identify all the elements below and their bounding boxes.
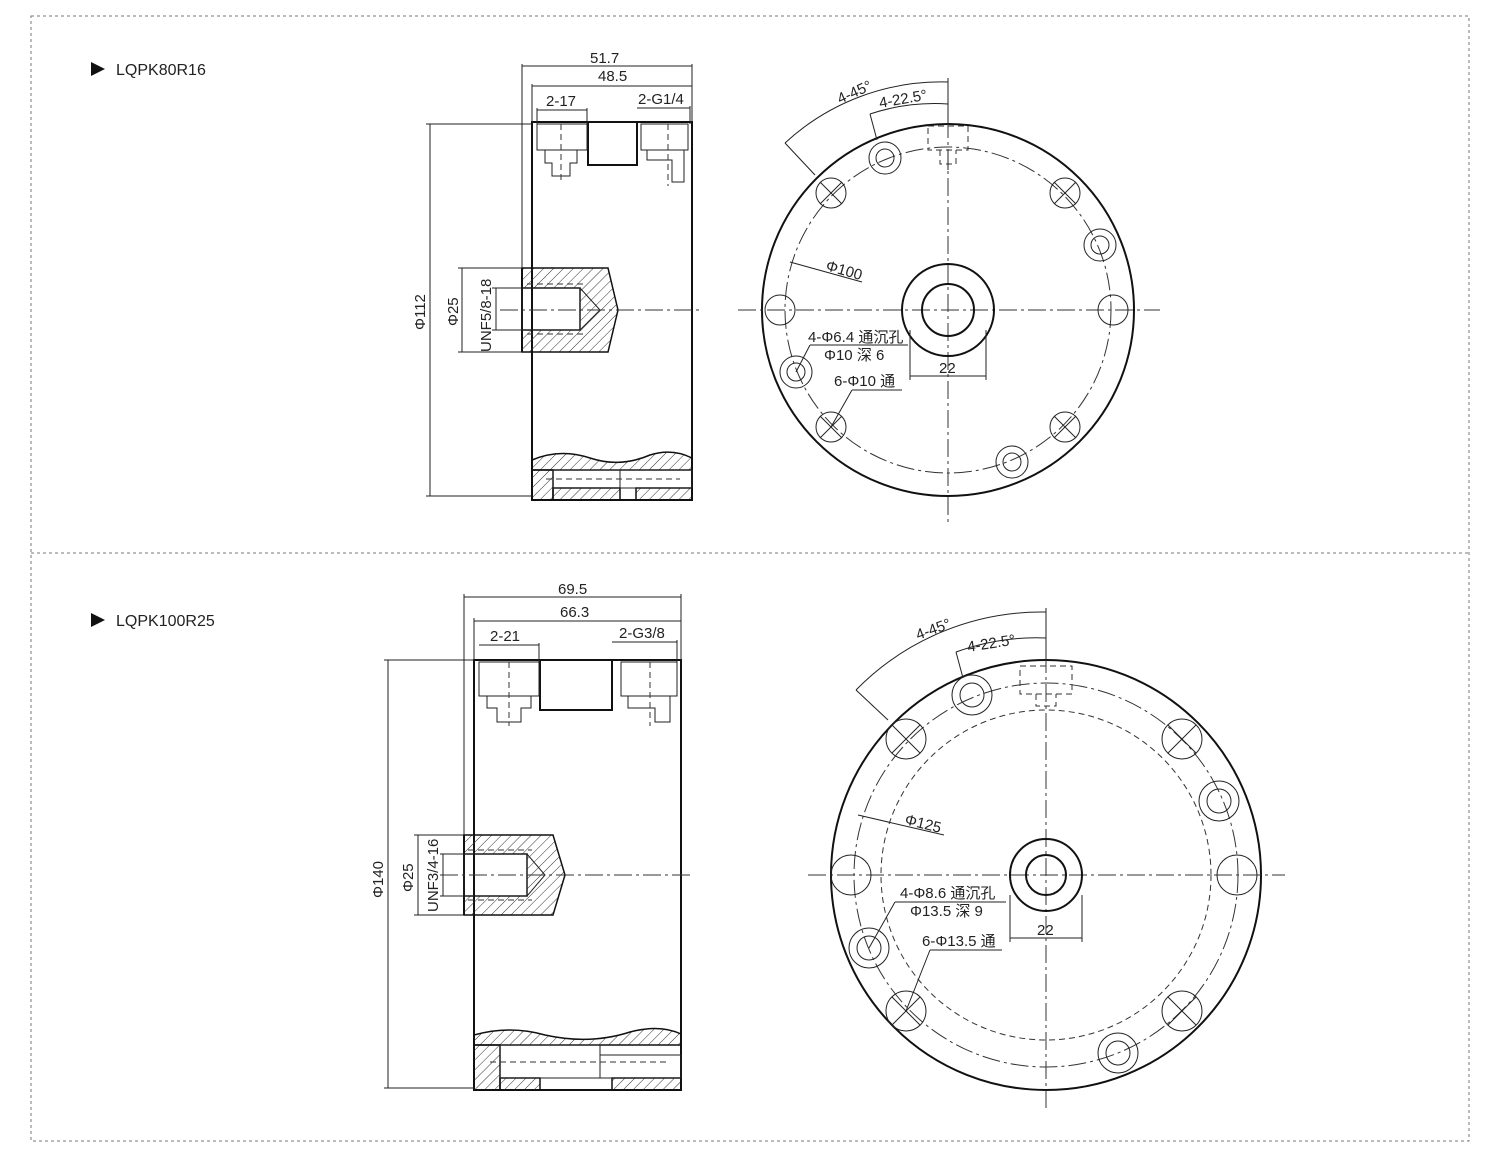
dim-key-width: 22 bbox=[939, 360, 956, 377]
callout-counterbore: 4-Φ8.6 通沉孔 bbox=[900, 885, 995, 902]
callout-counterbore-depth: Φ13.5 深 9 bbox=[910, 903, 983, 920]
panel-lqpk100r25: LQPK100R25 bbox=[91, 581, 1285, 1110]
dim-angle-inner: 4-22.5° bbox=[966, 632, 1017, 656]
counterbore-holes bbox=[779, 141, 1117, 479]
dim-right-port: 2-G3/8 bbox=[619, 625, 665, 642]
callout-through-hole: 6-Φ13.5 通 bbox=[922, 933, 996, 950]
dim-angle-outer: 4-45° bbox=[914, 615, 954, 643]
dim-left-port: 2-17 bbox=[546, 93, 576, 110]
side-section-view: 51.7 48.5 2-17 2-G1/4 Φ112 Φ25 UNF5/8 bbox=[412, 50, 700, 501]
dim-key-width: 22 bbox=[1037, 922, 1054, 939]
sheet-border bbox=[30, 15, 1470, 1142]
dim-body-width: 48.5 bbox=[598, 68, 627, 85]
front-view: 4-45° 4-22.5° Φ100 4-Φ6.4 通沉孔 Φ10 深 6 6-… bbox=[738, 77, 1160, 522]
dim-outer-dia: Φ112 bbox=[412, 294, 429, 330]
dim-total-width: 69.5 bbox=[558, 581, 587, 598]
front-view: 4-45° 4-22.5° Φ125 4-Φ8.6 通沉孔 Φ13.5 深 9 … bbox=[808, 608, 1285, 1110]
dim-total-width: 51.7 bbox=[590, 50, 619, 67]
dim-pcd: Φ125 bbox=[903, 811, 943, 836]
dim-bore-dia: Φ25 bbox=[445, 297, 462, 326]
counterbore-holes bbox=[848, 674, 1240, 1074]
dim-thread: UNF3/4-16 bbox=[425, 839, 442, 912]
dim-bore-dia: Φ25 bbox=[400, 863, 417, 892]
triangle-marker-icon bbox=[91, 62, 105, 76]
callout-through-hole: 6-Φ10 通 bbox=[834, 373, 895, 390]
callout-counterbore-depth: Φ10 深 6 bbox=[824, 347, 884, 364]
dim-outer-dia: Φ140 bbox=[370, 861, 387, 898]
model-title: LQPK80R16 bbox=[116, 62, 206, 79]
dim-angle-outer: 4-45° bbox=[835, 77, 875, 107]
dim-body-width: 66.3 bbox=[560, 604, 589, 621]
dim-thread: UNF5/8-18 bbox=[478, 279, 495, 352]
panel-lqpk80r16: LQPK80R16 bbox=[91, 50, 1160, 522]
dim-pcd: Φ100 bbox=[824, 258, 864, 285]
dim-right-port: 2-G1/4 bbox=[638, 91, 684, 108]
triangle-marker-icon bbox=[91, 613, 105, 627]
dim-angle-inner: 4-22.5° bbox=[878, 87, 929, 112]
dim-left-port: 2-21 bbox=[490, 628, 520, 645]
side-section-view: 69.5 66.3 2-21 2-G3/8 Φ140 Φ25 UNF3/4-16 bbox=[370, 581, 690, 1091]
callout-counterbore: 4-Φ6.4 通沉孔 bbox=[808, 329, 903, 346]
model-title: LQPK100R25 bbox=[116, 613, 215, 630]
